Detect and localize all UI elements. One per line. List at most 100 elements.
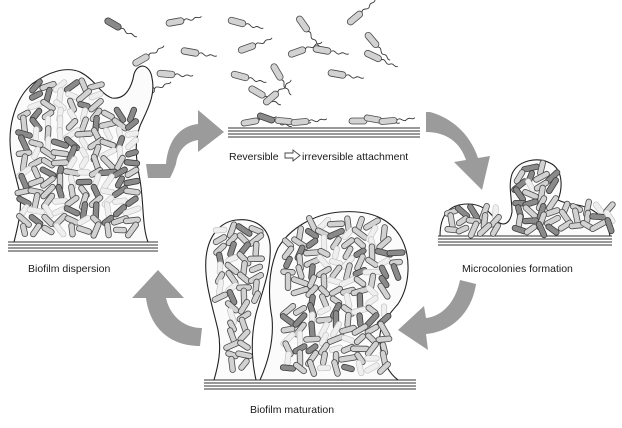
bacterium-cell — [31, 146, 41, 160]
bacterium-cell — [77, 169, 91, 176]
bacterium-cell — [315, 316, 333, 324]
bacterium-cell — [28, 90, 44, 101]
bacterium-cell — [355, 359, 365, 377]
bacterium-cell — [88, 98, 104, 113]
bacterium-cell — [123, 187, 141, 196]
bacterium-cell — [592, 201, 605, 215]
bacterium-cell — [41, 224, 55, 236]
bacterium-cell — [329, 285, 343, 297]
bacterium-cell — [125, 221, 139, 239]
bacterium-cell — [27, 177, 45, 187]
bacterium-cell — [283, 255, 293, 269]
bacterium-cell — [110, 215, 130, 226]
bacterium-cell — [293, 361, 307, 375]
bacterium-cell — [377, 361, 391, 375]
bacterium-cell — [26, 206, 46, 216]
bacterium-cell — [78, 156, 90, 170]
bacterium-cell — [356, 292, 364, 310]
bacterium-cell — [90, 221, 102, 239]
bacterium-cell — [251, 290, 261, 304]
bacterium-cell — [312, 45, 350, 55]
bacterium-cell — [39, 146, 57, 160]
bacterium-cell — [227, 319, 237, 333]
bacterium-cell — [270, 63, 292, 96]
bacterium-cell — [19, 222, 29, 238]
bacterium-cell — [353, 237, 367, 250]
bacterium-cell — [123, 177, 141, 187]
bacterium-cell — [316, 364, 332, 372]
bacterium-cell — [329, 321, 343, 339]
bacterium-cell — [165, 16, 202, 27]
bacterium-cell — [237, 339, 251, 351]
bacterium-cell — [331, 359, 341, 377]
bacterium-cell — [525, 178, 536, 193]
bacterium-cell — [122, 205, 142, 217]
bacterium-cell — [327, 69, 365, 79]
bacterium-cell — [180, 47, 218, 57]
bacterium-cell — [304, 227, 320, 240]
bacterium-cell — [284, 272, 292, 292]
dispersion-label: Biofilm dispersion — [28, 263, 110, 275]
curved-arrow-icon — [426, 112, 490, 190]
bacterium-cell — [346, 0, 376, 26]
attachment-substratum — [228, 127, 420, 138]
maturation-stage — [204, 211, 416, 390]
bacterium-cell — [113, 106, 127, 123]
bacterium-cell — [377, 257, 391, 268]
maturation-substratum — [204, 379, 416, 390]
bacterium-cell — [213, 242, 227, 256]
bacterium-cell — [365, 295, 379, 307]
bacterium-cell — [112, 204, 128, 218]
bacterium-cell — [226, 289, 238, 306]
bacterium-cell — [156, 69, 194, 79]
curved-arrow-icon — [132, 270, 202, 346]
bacterium-cell — [28, 139, 44, 148]
dispersing-biofilm-cells — [14, 77, 142, 239]
bacterium-cell — [476, 222, 493, 237]
bacterium-cell — [279, 364, 297, 372]
bacterium-cell — [319, 332, 329, 347]
bacterium-cell — [281, 245, 295, 260]
curved-arrow-icon — [398, 280, 476, 350]
bacterium-cell — [78, 136, 90, 151]
bacterium-cell — [104, 17, 137, 38]
microcolony-substratum — [438, 235, 612, 246]
bacterium-cell — [455, 224, 470, 235]
bacterium-cell — [30, 222, 42, 238]
bacterium-cell — [354, 351, 366, 366]
bacterium-cell — [290, 118, 328, 126]
bacterium-cell — [305, 284, 319, 298]
bacterium-cell — [308, 320, 316, 339]
bacterium-cell — [74, 130, 94, 138]
bacterium-cell — [235, 350, 253, 360]
bacterium-cell — [124, 166, 140, 179]
bacterium-cell — [375, 335, 393, 343]
bacterium-cell — [490, 222, 501, 237]
bacterium-cell — [76, 88, 92, 103]
bacterium-cell — [248, 225, 264, 235]
bacterium-cell — [212, 226, 228, 234]
bacterium-cell — [40, 175, 56, 189]
bacterium-cell — [212, 234, 228, 246]
dispersion-stage — [8, 65, 158, 252]
bacterium-cell — [378, 117, 416, 125]
bacterium-cell — [351, 323, 369, 336]
bacterium-cell — [378, 264, 390, 280]
bacterium-cell — [132, 45, 165, 67]
bacterium-cell — [40, 98, 56, 112]
curved-arrow-icon — [146, 110, 224, 178]
bacterium-cell — [53, 222, 67, 238]
bacterium-cell — [230, 70, 267, 83]
bacterium-cell — [32, 126, 40, 142]
bacterium-cell — [306, 359, 318, 377]
bacterium-cell — [29, 78, 43, 94]
bacterium-cell — [377, 282, 391, 300]
bacterium-cell — [39, 166, 57, 179]
bacterium-cell — [344, 311, 352, 329]
bacterium-cell — [280, 325, 296, 334]
bacterium-cell — [296, 15, 320, 46]
bacterium-cell — [75, 178, 93, 186]
bacterium-cell — [68, 222, 76, 238]
microcolonies-label: Microcolonies formation — [462, 263, 573, 275]
